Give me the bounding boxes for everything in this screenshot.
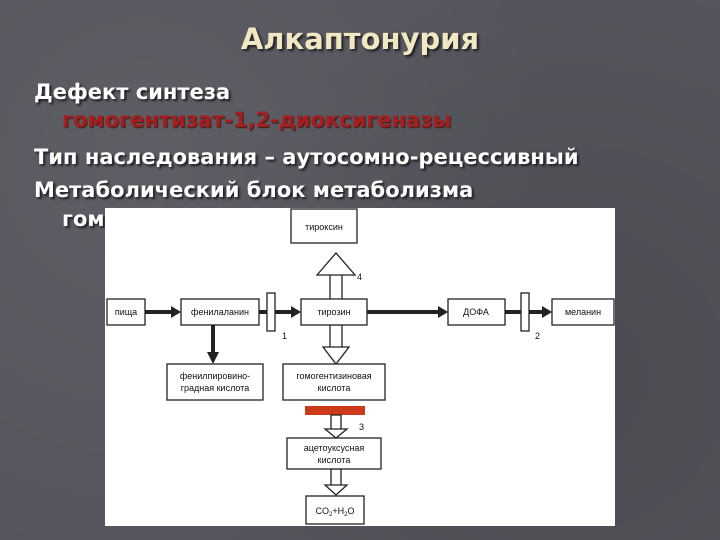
slide-title: Алкаптонурия	[240, 22, 480, 56]
node-phenylpyruvic-label-1: фенилпировино-	[180, 371, 250, 381]
node-co2-h2o-label: CO2+H2O	[316, 506, 355, 518]
arrow-tyrosine-to-thyroxine-head	[315, 252, 357, 276]
diagram-canvas: пища фенилаланин тирозин ДОФА меланин ти…	[106, 208, 615, 525]
arrow-tyrosine-to-homogentisic-shaft	[329, 324, 343, 349]
node-acetoacetic-label-1: ацетоуксусная	[304, 443, 365, 453]
block-bar-3	[305, 406, 365, 415]
arrow-homogentisic-to-acetoacetic-head	[323, 428, 349, 439]
arrow-tyrosine-to-thyroxine-shaft	[329, 273, 343, 301]
inheritance-type: Тип наследования – аутосомно-рецессивный	[34, 145, 579, 169]
arrow-acetoacetic-to-co2-shaft	[330, 468, 342, 487]
arrow-homogentisic-to-acetoacetic-shaft	[330, 414, 342, 431]
node-food-label: пища	[115, 307, 137, 317]
node-phenylpyruvic	[166, 363, 264, 401]
node-acetoacetic	[286, 437, 382, 470]
arrow-acetoacetic-to-co2-head	[323, 484, 349, 496]
arrow-phenylalanine-to-tyrosine	[259, 306, 301, 318]
node-thyroxine-label: тироксин	[305, 222, 343, 232]
metabolism-diagram: пища фенилаланин тирозин ДОФА меланин ти…	[105, 208, 615, 526]
node-tyrosine-label: тирозин	[317, 307, 350, 317]
node-phenylpyruvic-label-2: градная кислота	[181, 383, 250, 393]
metabolic-block-label: Метаболический блок метаболизма	[34, 178, 474, 202]
block-bar-1	[266, 292, 276, 332]
node-acetoacetic-label-2: кислота	[318, 455, 351, 465]
arrow-food-to-phenylalanine	[145, 306, 181, 318]
block-number-1: 1	[282, 331, 287, 341]
node-phenylalanine	[180, 298, 260, 326]
node-co2-h2o	[305, 495, 365, 525]
node-food	[106, 298, 146, 326]
block-number-2: 2	[535, 331, 540, 341]
node-melanin-label: меланин	[565, 307, 601, 317]
node-thyroxine	[290, 208, 358, 244]
node-tyrosine	[300, 298, 368, 326]
enzyme-name: гомогентизат-1,2-диоксигеназы	[62, 108, 452, 132]
node-dopa-label: ДОФА	[463, 307, 489, 317]
node-homogentisic-label-2: кислота	[318, 383, 351, 393]
defect-label: Дефект синтеза	[34, 80, 231, 104]
node-melanin	[551, 298, 615, 326]
node-dopa	[447, 298, 506, 326]
arrow-tyrosine-to-dopa	[367, 306, 448, 318]
arrow-tyrosine-to-homogentisic-head	[321, 346, 351, 366]
block-bar-2	[520, 292, 530, 332]
node-phenylalanine-label: фенилаланин	[191, 307, 249, 317]
metabolic-block-continuation: гом	[62, 207, 105, 231]
arrow-phenylalanine-to-phenylpyruvic	[207, 325, 219, 364]
block-number-4: 4	[357, 272, 362, 282]
node-homogentisic	[282, 363, 386, 401]
block-number-3: 3	[359, 422, 364, 432]
node-homogentisic-label-1: гомогентизиновая	[296, 371, 371, 381]
